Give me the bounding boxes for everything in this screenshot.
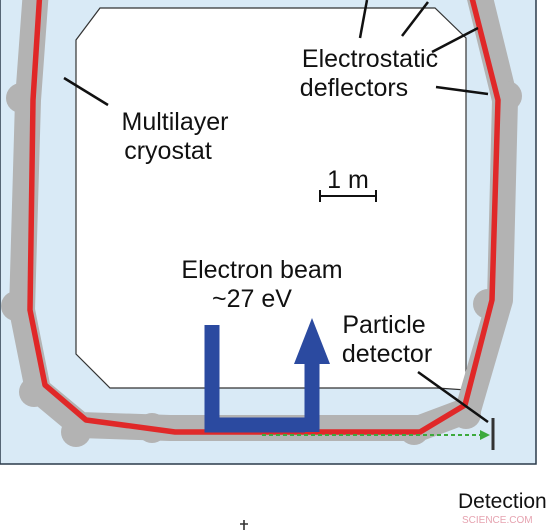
deflectors-label-line2: deflectors — [300, 74, 408, 102]
scale-bar — [319, 190, 377, 202]
detection-label: Detection — [458, 490, 547, 513]
deflectors-label-line1: Electrostatic — [302, 45, 438, 73]
cryostat-label-line1: Multilayer — [122, 108, 229, 136]
leader-cryostat — [63, 76, 109, 107]
leader-deflector-2 — [401, 1, 429, 37]
leader-lines — [63, 0, 489, 424]
cryostat-band — [9, 0, 518, 441]
leader-deflector-3 — [431, 26, 479, 54]
watermark: SCIENCE.COM — [462, 515, 533, 526]
partial-glyph — [240, 520, 248, 530]
cryostat-label-line2: cryostat — [124, 137, 212, 165]
leader-deflector-1 — [358, 0, 369, 39]
beam-label-line2: ~27 eV — [212, 285, 292, 313]
beam-label-line1: Electron beam — [181, 256, 342, 284]
leader-detector — [417, 370, 489, 424]
bump — [1, 291, 31, 321]
bump — [19, 377, 49, 407]
bump — [61, 417, 91, 447]
bump — [6, 83, 36, 113]
scale-label: 1 m — [327, 166, 369, 194]
beam-path — [27, 0, 501, 435]
detector-label-line1: Particle — [342, 311, 425, 339]
extraction-arrowhead-up — [294, 318, 330, 364]
injection-arrow — [204, 325, 305, 433]
bump — [473, 289, 503, 319]
extraction-arrowhead — [480, 430, 490, 440]
leader-deflector-4 — [435, 85, 489, 96]
inner-frame — [75, 7, 467, 391]
detector-label-line2: detector — [342, 340, 432, 368]
